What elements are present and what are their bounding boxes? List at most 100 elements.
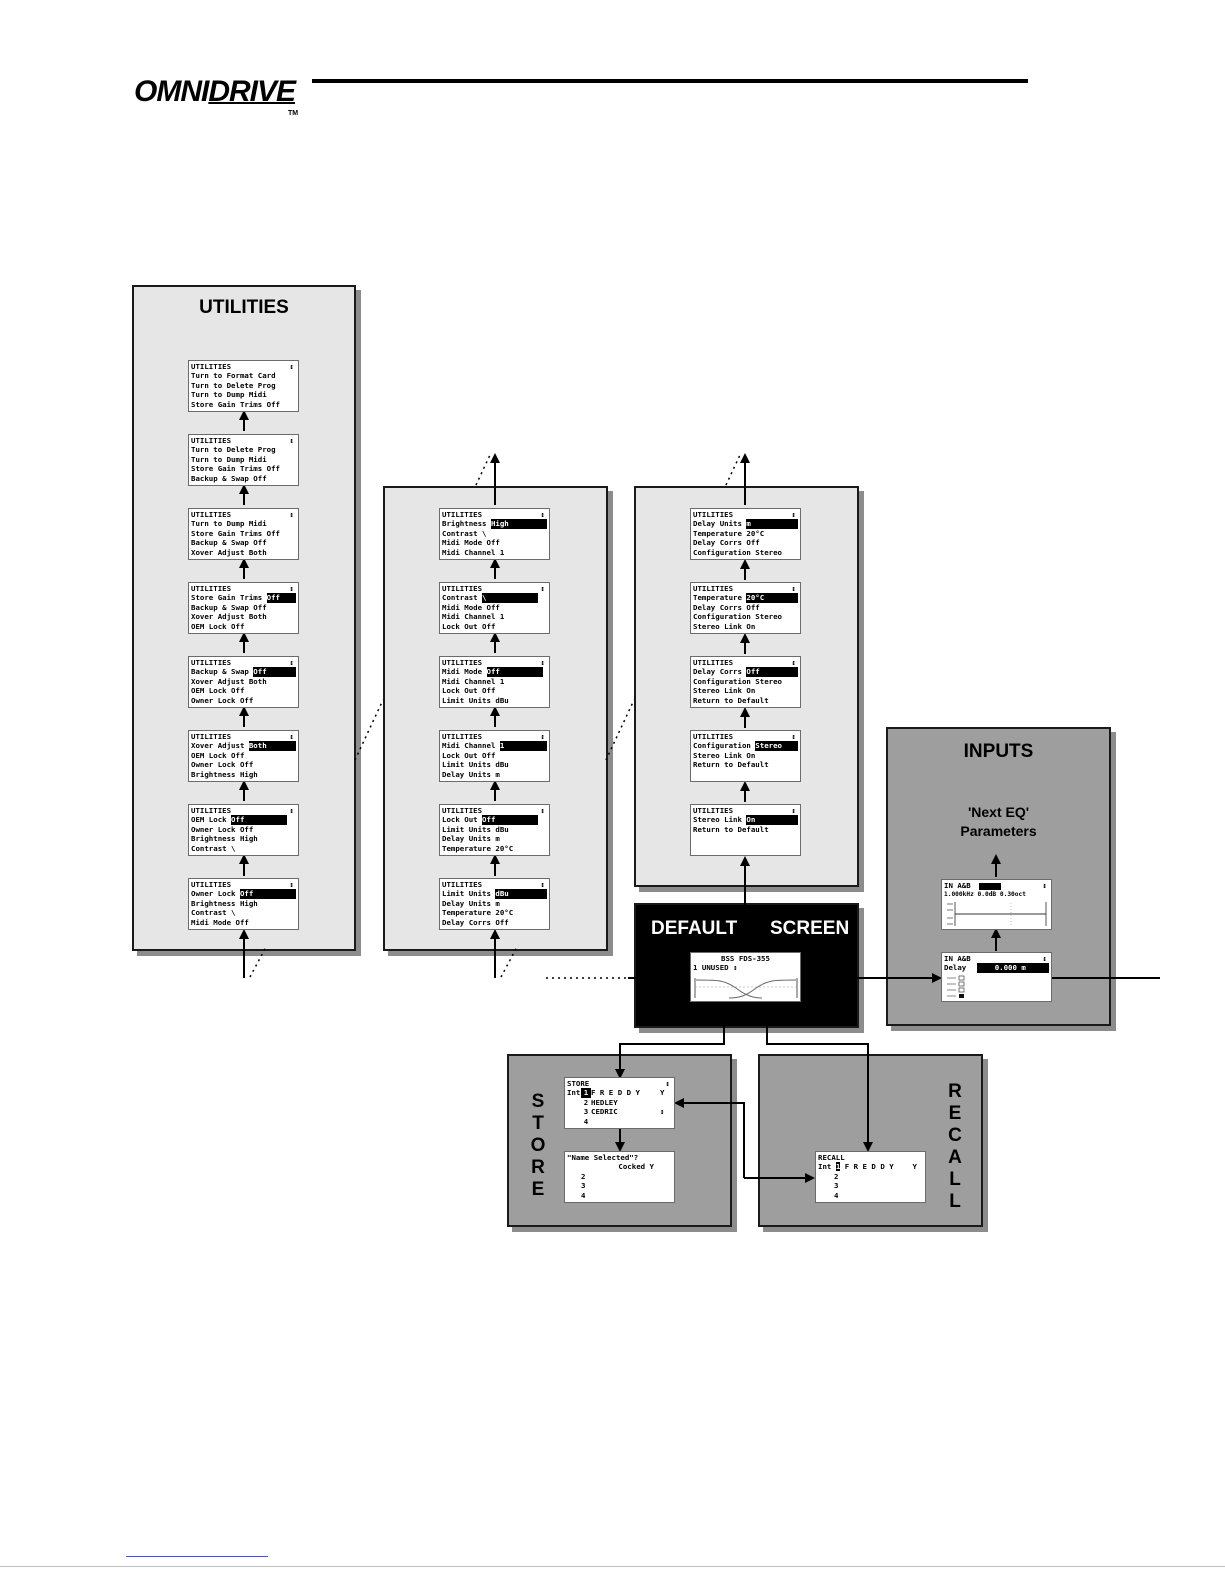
lcd-row: Turn to Format Card [191,371,296,380]
input-eq-lcd-channel: IN A&B [944,881,971,890]
lcd-row: OEM Lock Off [191,815,296,825]
lcd-row: Configuration Stereo [693,741,798,751]
lcd-row: Limit Units dBu [442,696,547,705]
lcd-title: UTILITIES [442,806,483,815]
input-delay-lcd-scroll-arrow: ↕ [1042,954,1047,963]
lcd-row: Lock Out Off [442,686,547,695]
lcd-scroll-arrow: ↕ [791,584,796,593]
lcd-scroll-arrow: ↕ [289,436,294,445]
lcd-header: UTILITIES↕ [191,510,296,519]
lcd-row-text: Midi Mode Off [191,917,249,927]
lcd-row: Owner Lock Off [191,825,296,834]
default-lcd-program-number: 1 [693,963,698,973]
lcd-row-text: Configuration Stereo [693,676,782,686]
store-lcd-row: 4 [567,1117,672,1126]
lcd-row-text: Delay Corrs Off [693,602,760,612]
lcd-row: Store Gain Trims Off [191,593,296,603]
store-lcd-slot-number: 4 [583,1116,589,1126]
store-confirm-answer: Cocked Y [618,1162,654,1172]
lcd-row: Delay Corrs Off [693,667,798,677]
lcd-header: UTILITIES↕ [191,880,296,889]
lcd-row: Owner Lock Off [191,760,296,769]
default-lcd-scroll-arrow: ↕ [733,963,738,973]
store-lcd-slot-number: 2 [583,1097,589,1107]
default-lcd-line2: 1 UNUSED ↕ [693,963,798,972]
lcd-row: Return to Default [693,760,798,769]
lcd-selected-value: Off [239,889,296,899]
input-delay-lcd-value: 0.000 m [976,963,1049,973]
lcd-row: Store Gain Trims Off [191,464,296,473]
lcd-row-text: Xover Adjust [191,741,249,751]
lcd-row-text: Return to Default [693,824,769,834]
lcd-row-text: Midi Channel 1 [442,676,505,686]
lcd-header: UTILITIES↕ [191,584,296,593]
lcd-selected-value: dBu [495,889,547,899]
lcd-row: Delay Units m [442,899,547,908]
lcd-row: Delay Units m [442,834,547,843]
lcd-row-text: Midi Mode Off [442,602,500,612]
lcd-row: Delay Corrs Off [442,918,547,927]
lcd-selected-value: Off [266,593,296,603]
lcd-scroll-arrow: ↕ [791,510,796,519]
lcd-row-text: Delay Units m [442,898,500,908]
input-delay-lcd-label: Delay [944,963,967,973]
logo-drive: DRIVE [208,75,296,108]
lcd-row-text: Temperature 20°C [693,528,765,538]
lcd-row-text: Midi Channel 1 [442,612,505,622]
lcd-row-text: OEM Lock [191,815,232,825]
lcd-header: UTILITIES↕ [191,436,296,445]
lcd-row: Turn to Delete Prog [191,381,296,390]
input-delay-lcd: IN A&B ↕ Delay 0.000 m [941,952,1052,1002]
default-screen-title-left: DEFAULT [651,918,738,939]
lcd-selected-value: Off [482,815,539,825]
lcd-row: Midi Mode Off [442,667,547,677]
lcd-scroll-arrow: ↕ [289,806,294,815]
lcd-scroll-arrow: ↕ [540,880,545,889]
lcd-row-text: Midi Channel 1 [442,547,505,557]
lcd-header: UTILITIES↕ [191,658,296,667]
lcd-row-text: Return to Default [693,760,769,770]
lcd-row-text: Stereo Link [693,815,747,825]
lcd-title: UTILITIES [191,732,232,741]
lcd-row-text: Delay Units m [442,834,500,844]
lcd-row-text: Turn to Dump Midi [191,390,267,400]
lcd-scroll-arrow: ↕ [289,584,294,593]
lcd-row: Turn to Dump Midi [191,455,296,464]
lcd-header: UTILITIES↕ [442,806,547,815]
lcd-row-text: Backup & Swap Off [191,473,267,483]
lcd-row: Lock Out Off [442,622,547,631]
lcd-row: Backup & Swap Off [191,667,296,677]
lcd-row: Contrast \ [442,593,547,603]
lcd-row-text: Owner Lock Off [191,695,254,705]
lcd-row: Turn to Delete Prog [191,445,296,454]
lcd-title: UTILITIES [191,510,232,519]
lcd-row: Backup & Swap Off [191,474,296,483]
lcd-selected-value: Off [486,667,543,677]
lcd-row: Midi Mode Off [442,603,547,612]
lcd-row-text: Xover Adjust Both [191,612,267,622]
lcd-row: Xover Adjust Both [191,612,296,621]
lcd-scroll-arrow: ↕ [791,806,796,815]
lcd-row: OEM Lock Off [191,751,296,760]
lcd-row: Turn to Dump Midi [191,519,296,528]
footer-rule [0,1566,1225,1567]
next-eq-note: 'Next EQ' Parameters [888,803,1109,841]
lcd-title: UTILITIES [442,732,483,741]
header-rule [312,79,1028,83]
lcd-title: UTILITIES [191,658,232,667]
recall-lcd-selected: 1 [835,1162,841,1172]
lcd-row-text: OEM Lock Off [191,621,245,631]
input-delay-lcd-channel: IN A&B [944,954,971,963]
lcd-row: Limit Units dBu [442,825,547,834]
lcd-scroll-arrow: ↕ [540,658,545,667]
